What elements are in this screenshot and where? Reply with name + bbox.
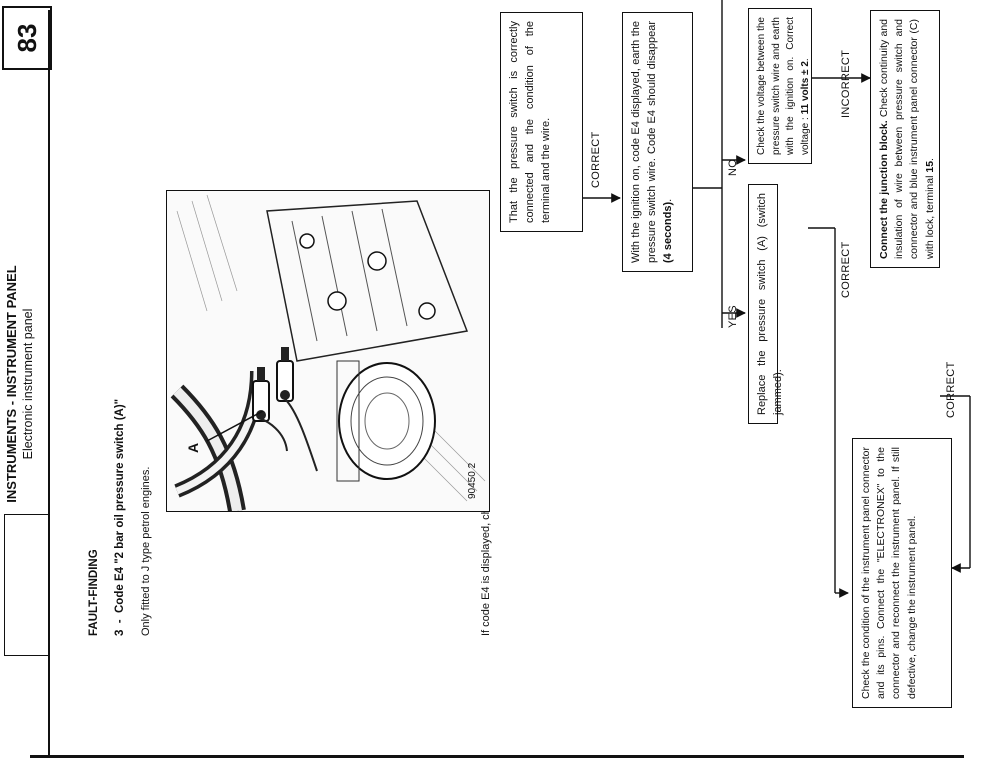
flow-box-replace-switch: Replace the pressure switch (A) (switch … bbox=[748, 184, 784, 424]
engine-photo-drawing bbox=[167, 191, 489, 512]
flow-box-earth-end: . bbox=[661, 198, 674, 202]
flow-label-yes: YES bbox=[727, 305, 739, 328]
flow-box-earth-test: With the ignition on, code E4 displayed,… bbox=[622, 12, 693, 272]
flow-box-voltage-end: . bbox=[799, 58, 811, 62]
engine-photo: A 90450 2 bbox=[166, 190, 490, 512]
flow-label-correct-1: CORRECT bbox=[590, 131, 602, 189]
flow-box-connector-check: Check the condition of the instrument pa… bbox=[852, 438, 952, 708]
flow-label-no: NO bbox=[727, 158, 739, 176]
flow-box-earth-bold: (4 seconds) bbox=[661, 201, 674, 263]
flow-box-voltage-bold: 11 volts ± 2 bbox=[799, 61, 811, 115]
flow-box-junction-bold: Connect the junction block. bbox=[878, 120, 890, 259]
flow-label-correct-3: CORRECT bbox=[945, 361, 957, 419]
flow-box-connection-check: That the pressure switch is correctly co… bbox=[500, 12, 583, 232]
flow-box-junction-block: Connect the junction block. Check contin… bbox=[870, 10, 940, 268]
flow-box-connector-text: Check the condition of the instrument pa… bbox=[860, 447, 918, 699]
flow-box-connection-text: That the pressure switch is correctly co… bbox=[508, 21, 552, 223]
flow-box-junction-bold2: 15 bbox=[923, 160, 936, 173]
flow-box-junction-end: . bbox=[923, 158, 936, 161]
flow-label-correct-2: CORRECT bbox=[840, 241, 852, 299]
flow-label-incorrect: INCORRECT bbox=[840, 49, 852, 118]
flow-box-earth-text: With the ignition on, code E4 displayed,… bbox=[630, 21, 658, 263]
flow-box-voltage-check: Check the voltage between the pressure s… bbox=[748, 8, 812, 164]
